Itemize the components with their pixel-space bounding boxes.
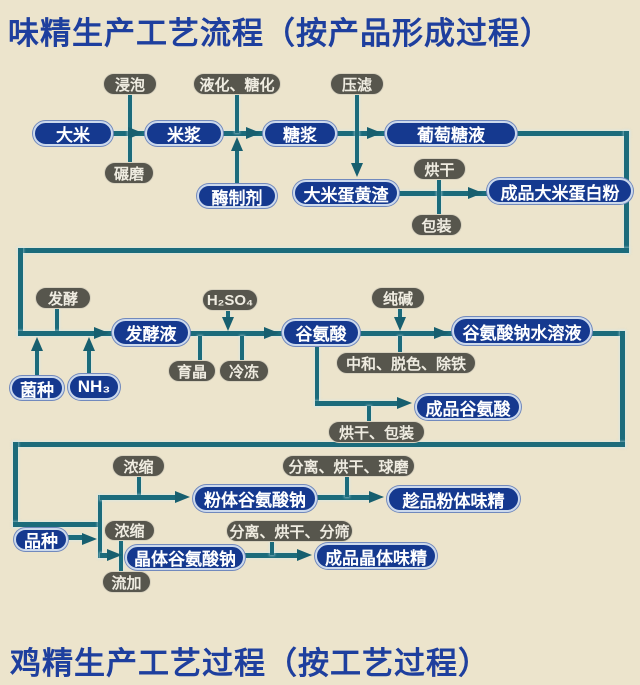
flow-line xyxy=(592,331,625,336)
flow-line xyxy=(620,331,625,447)
node-finished-crystal-msg: 成品晶体味精 xyxy=(315,543,437,569)
process-sulfuric-acid: H₂SO₄ xyxy=(202,289,258,311)
process-soaking: 浸泡 xyxy=(103,73,157,95)
flow-line xyxy=(55,309,59,331)
node-crystalline-sodium-glutamate: 晶体谷氨酸钠 xyxy=(125,545,245,570)
arrowhead-right-icon xyxy=(94,327,109,339)
process-fermentation: 发酵 xyxy=(35,287,91,309)
arrowhead-right-icon xyxy=(175,491,190,503)
arrowhead-up-icon xyxy=(231,137,243,151)
arrowhead-right-icon xyxy=(128,127,143,139)
arrowhead-down-icon xyxy=(394,317,406,331)
process-crystal-growing: 育晶 xyxy=(168,360,216,382)
flow-line xyxy=(68,535,84,540)
flow-line xyxy=(190,331,284,336)
flow-line xyxy=(98,495,102,558)
process-drying-packing: 烘干、包装 xyxy=(328,421,425,443)
node-glutamic-acid: 谷氨酸 xyxy=(282,319,360,346)
flow-line xyxy=(367,406,371,421)
flow-line xyxy=(13,522,102,527)
flow-line xyxy=(355,94,359,164)
arrowhead-right-icon xyxy=(107,549,122,561)
flow-line xyxy=(18,248,23,336)
flow-line xyxy=(398,309,402,318)
flow-line xyxy=(345,477,349,497)
process-drying-1: 烘干 xyxy=(413,158,466,180)
process-packing-1: 包装 xyxy=(411,214,462,236)
process-liquefaction-saccharification: 液化、糖化 xyxy=(193,73,281,95)
process-soda-ash: 纯碱 xyxy=(371,287,425,309)
arrowhead-right-icon xyxy=(82,533,97,545)
flow-line xyxy=(13,442,625,447)
process-milling: 碾磨 xyxy=(104,162,154,184)
node-glucose-liquid: 葡萄糖液 xyxy=(385,121,517,146)
arrowhead-up-icon xyxy=(31,337,43,351)
flow-line xyxy=(100,495,178,500)
node-enzyme-preparation: 酶制剂 xyxy=(197,184,277,208)
arrowhead-up-icon xyxy=(83,337,95,351)
process-separation-drying-sieving: 分离、烘干、分筛 xyxy=(226,520,353,542)
node-rice-protein-residue: 大米蛋黄渣 xyxy=(293,180,399,206)
flow-line xyxy=(35,349,39,377)
flow-line xyxy=(235,150,239,185)
arrowhead-right-icon xyxy=(297,549,312,561)
flow-line xyxy=(399,191,489,196)
process-neutralize-decolor-deiron: 中和、脱色、除铁 xyxy=(336,352,476,374)
arrowhead-right-icon xyxy=(468,187,483,199)
flow-line xyxy=(517,131,629,136)
flow-line xyxy=(240,336,244,360)
arrowhead-right-icon xyxy=(246,127,261,139)
arrowhead-right-icon xyxy=(369,491,384,503)
process-freezing: 冷冻 xyxy=(219,360,269,382)
arrowhead-right-icon xyxy=(264,327,279,339)
node-finished-glutamic-acid: 成品谷氨酸 xyxy=(415,394,521,420)
flow-line xyxy=(137,477,141,497)
node-powdered-sodium-glutamate: 粉体谷氨酸钠 xyxy=(193,485,317,512)
process-fed-batch: 流加 xyxy=(102,571,151,593)
node-finished-powdered-msg: 趁品粉体味精 xyxy=(387,486,520,512)
flow-line xyxy=(315,401,399,406)
bottom-title: 鸡精生产工艺过程（按工艺过程） xyxy=(10,646,490,681)
flow-line xyxy=(270,542,274,555)
flow-line xyxy=(100,553,110,558)
node-syrup: 糖浆 xyxy=(263,121,337,146)
node-rice: 大米 xyxy=(33,121,113,146)
flow-line xyxy=(315,341,319,406)
flow-line xyxy=(18,331,114,336)
flow-line xyxy=(198,336,202,360)
process-concentration-1: 浓缩 xyxy=(112,455,165,477)
arrowhead-right-icon xyxy=(367,127,382,139)
flow-line xyxy=(360,331,454,336)
flow-line xyxy=(398,336,402,352)
process-separation-drying-ball-milling: 分离、烘干、球磨 xyxy=(282,455,415,477)
arrowhead-right-icon xyxy=(434,327,449,339)
top-title: 味精生产工艺流程（按产品形成过程） xyxy=(8,16,552,51)
flow-line xyxy=(245,553,300,558)
flow-line xyxy=(317,495,372,500)
flow-line xyxy=(13,442,18,527)
arrowhead-down-icon xyxy=(222,317,234,331)
flow-line xyxy=(87,349,91,375)
flow-line xyxy=(18,248,629,253)
process-concentration-2: 浓缩 xyxy=(104,520,155,541)
node-rice-slurry: 米浆 xyxy=(145,121,223,146)
node-fermentation-broth: 发酵液 xyxy=(112,319,190,346)
process-press-filtration: 压滤 xyxy=(330,73,384,95)
node-seed-culture: 菌种 xyxy=(10,376,64,400)
flow-line xyxy=(226,311,230,318)
flow-line xyxy=(235,94,239,133)
arrowhead-right-icon xyxy=(397,397,412,409)
node-seed-crystal: 品种 xyxy=(14,528,68,551)
node-finished-rice-protein-powder: 成品大米蛋白粉 xyxy=(487,178,633,204)
node-ammonia: NH₃ xyxy=(68,374,120,400)
flow-line xyxy=(437,180,441,214)
arrowhead-down-icon xyxy=(351,163,363,177)
node-sodium-glutamate-solution: 谷氨酸钠水溶液 xyxy=(452,317,592,345)
